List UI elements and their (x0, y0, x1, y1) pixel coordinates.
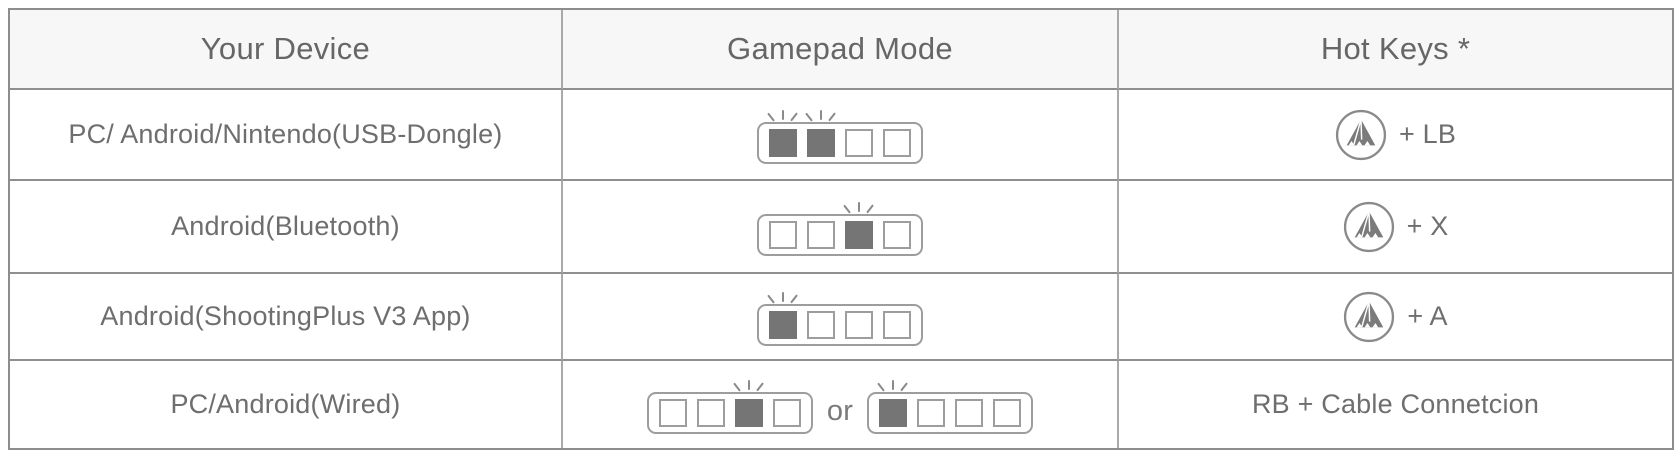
led-2-off (806, 220, 835, 249)
led-4-off (882, 310, 911, 339)
column-header-gamepad-mode: Gamepad Mode (562, 10, 1120, 90)
device-label: PC/Android(Wired) (170, 389, 401, 419)
led-4-off (772, 398, 801, 427)
led-1-on (767, 109, 799, 157)
led-1-on (767, 291, 799, 339)
led-2-on (805, 109, 837, 157)
hotkey-label: + A (1407, 301, 1448, 331)
led-2-off (696, 398, 725, 427)
led-mode-cell (562, 274, 1120, 361)
led-3-off (955, 398, 984, 427)
device-label: Android(Bluetooth) (171, 211, 400, 241)
led-indicator (646, 379, 813, 434)
device-cell-shootingplus-app: Android(ShootingPlus V3 App) (10, 274, 563, 361)
device-label: PC/ Android/Nintendo(USB-Dongle) (68, 119, 503, 149)
or-label: or (826, 395, 854, 427)
led-1-off (768, 220, 797, 249)
led-indicator (756, 109, 923, 164)
led-2-off (806, 310, 835, 339)
device-label: Android(ShootingPlus V3 App) (100, 301, 471, 331)
hotkey-label: + LB (1398, 119, 1457, 149)
hotkey-cell: RB + Cable Connetcion (1119, 361, 1672, 448)
led-1-off (658, 398, 687, 427)
led-2-off (917, 398, 946, 427)
device-cell-bluetooth: Android(Bluetooth) (10, 181, 563, 274)
led-4-off (882, 128, 911, 157)
gamepad-mode-table: Your Device Gamepad Mode Hot Keys * PC/ … (8, 8, 1674, 450)
home-logo-icon (1343, 201, 1395, 253)
led-indicator (867, 379, 1034, 434)
led-mode-cell (562, 90, 1120, 181)
led-4-off (882, 220, 911, 249)
device-cell-wired: PC/Android(Wired) (10, 361, 563, 448)
home-logo-icon (1343, 291, 1395, 343)
header-label: Your Device (200, 31, 371, 66)
led-mode-cell (562, 181, 1120, 274)
led-4-off (993, 398, 1022, 427)
led-mode-cell: or (563, 361, 1120, 448)
hotkey-label: + X (1406, 211, 1449, 241)
hotkey-label: RB + Cable Connetcion (1251, 389, 1540, 419)
hotkey-cell: + LB (1119, 90, 1672, 181)
header-label: Hot Keys * (1320, 31, 1471, 66)
hotkey-cell: + A (1119, 274, 1672, 361)
device-cell-usb-dongle: PC/ Android/Nintendo(USB-Dongle) (10, 90, 563, 181)
led-3-off (844, 128, 873, 157)
hotkey-cell: + X (1119, 181, 1672, 274)
led-3-on (733, 379, 765, 427)
led-indicator (756, 291, 923, 346)
column-header-your-device: Your Device (10, 10, 563, 90)
led-3-on (843, 201, 875, 249)
header-label: Gamepad Mode (727, 31, 953, 66)
home-logo-icon (1335, 109, 1387, 161)
led-1-on (877, 379, 909, 427)
led-indicator (756, 201, 923, 256)
column-header-hot-keys: Hot Keys * (1119, 10, 1672, 90)
led-3-off (844, 310, 873, 339)
